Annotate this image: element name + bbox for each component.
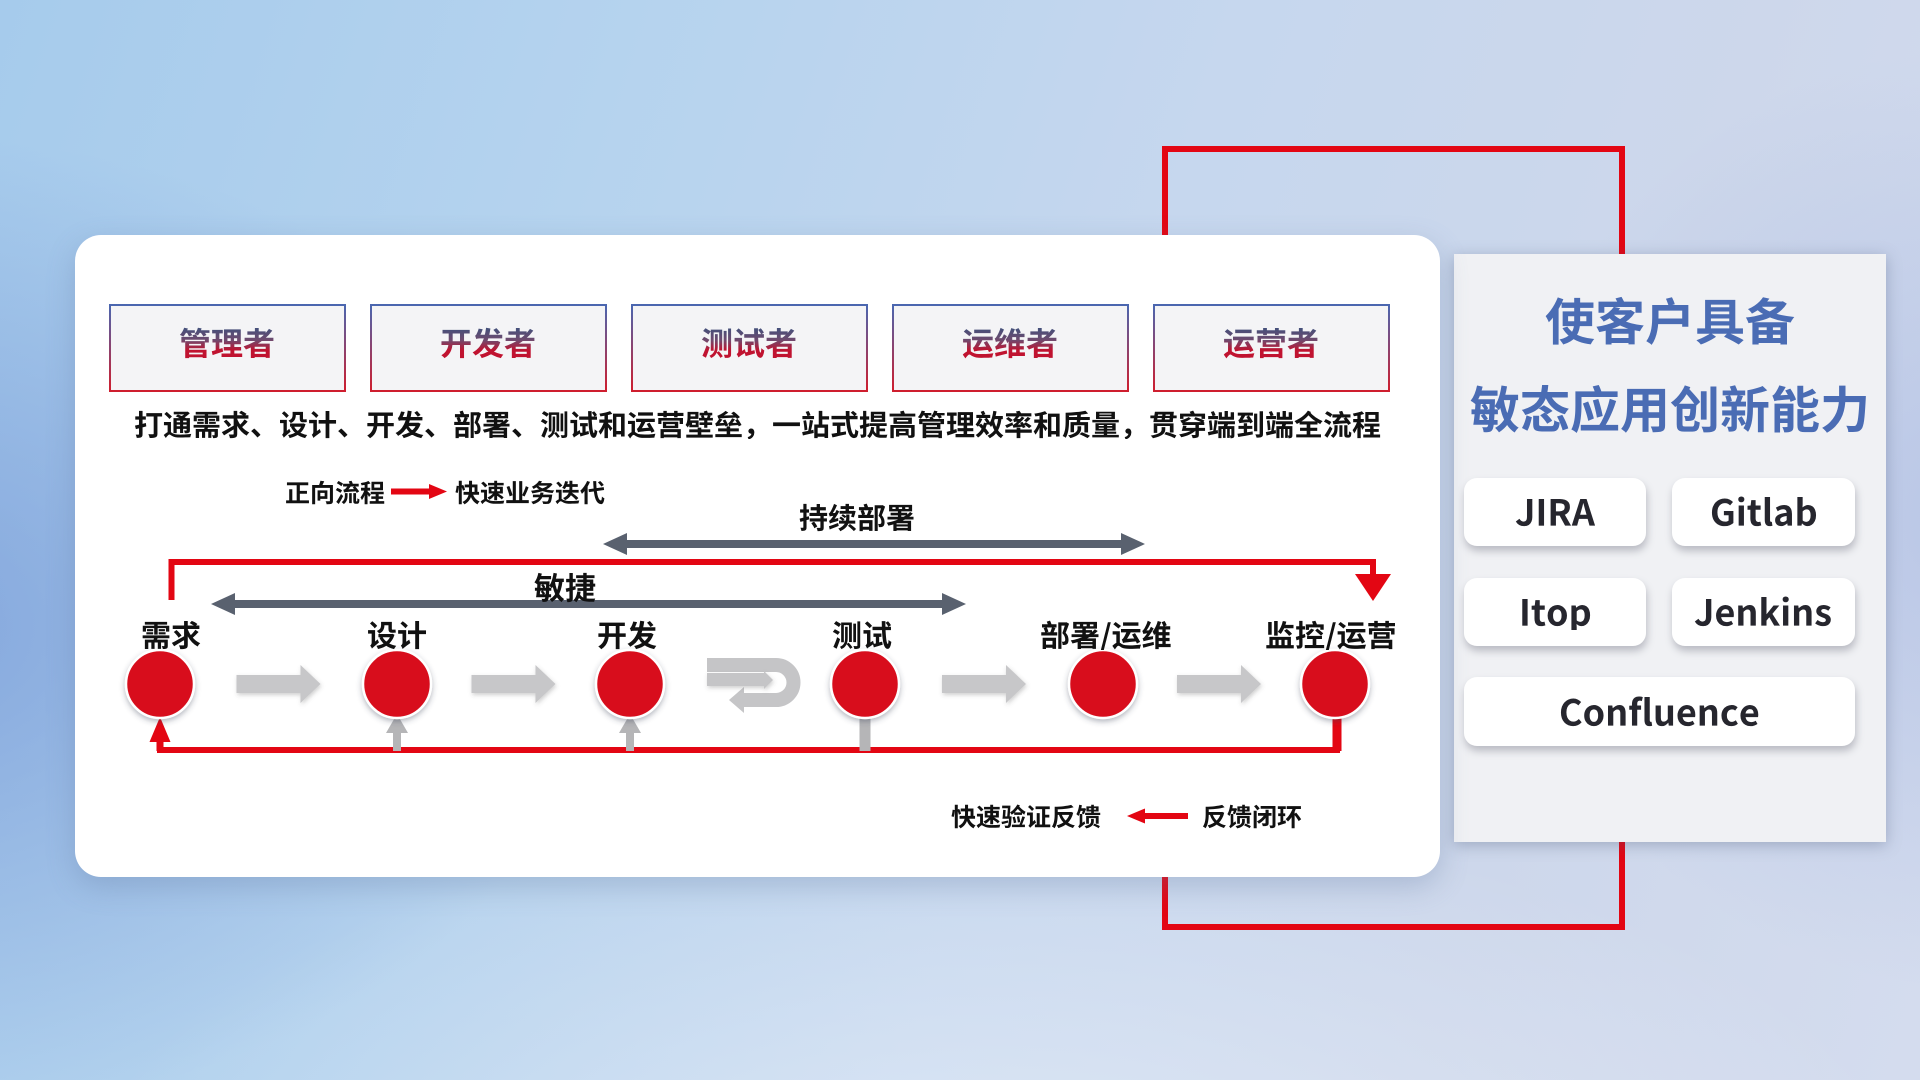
node-label-3 — [752, 619, 972, 650]
continuous-deploy-label-text — [799, 503, 915, 532]
node-circle-1 — [361, 648, 433, 720]
forward-flow-line — [168, 559, 1391, 601]
legend-feedback-value-text — [951, 803, 1101, 829]
iterate-uturn-icon — [707, 658, 801, 713]
node-label-text — [367, 620, 427, 650]
tool-button-0[interactable] — [1464, 478, 1646, 546]
node-label-text — [597, 620, 657, 650]
legend-forward-label-text — [285, 480, 385, 505]
tool-button-label — [1559, 694, 1760, 730]
continuous-deploy-label — [757, 503, 957, 532]
tool-button-3[interactable] — [1672, 578, 1855, 646]
tool-button-label — [1694, 594, 1832, 630]
node-circle-0 — [124, 648, 196, 720]
flow-diagram — [124, 484, 1391, 824]
role-box-3 — [891, 304, 1129, 392]
legend-forward-value-text — [455, 480, 605, 505]
panel-title-line1-text — [1545, 296, 1795, 346]
node-label-5 — [1221, 619, 1441, 650]
node-circle-4 — [1067, 648, 1139, 720]
legend-forward-value — [405, 479, 655, 505]
node-circle-5 — [1299, 648, 1371, 720]
legend-feedback-value — [901, 803, 1151, 829]
right-panel — [1454, 254, 1886, 842]
process-card — [75, 235, 1440, 877]
tool-button-label — [1515, 494, 1595, 530]
legend-feedback-label — [1152, 803, 1352, 829]
role-box-2 — [630, 304, 868, 392]
legend-feedback-arrow — [1127, 808, 1188, 824]
panel-title-line1 — [1454, 296, 1886, 346]
role-box-0 — [108, 304, 346, 392]
panel-title-line2 — [1454, 384, 1886, 434]
stage-transition-arrows — [236, 665, 1261, 703]
tool-button-4[interactable] — [1464, 677, 1855, 746]
tool-button-2[interactable] — [1464, 578, 1646, 646]
legend-feedback-label-text — [1202, 804, 1302, 829]
agile-arrow — [211, 593, 966, 615]
tool-button-1[interactable] — [1672, 478, 1855, 546]
node-label-4 — [996, 619, 1216, 650]
node-label-text — [141, 620, 201, 650]
node-label-0 — [61, 619, 281, 650]
tool-button-label — [1519, 594, 1592, 630]
legend-forward-arrow — [391, 484, 447, 499]
role-box-1 — [369, 304, 607, 392]
role-box-4 — [1152, 304, 1390, 392]
node-label-text — [832, 620, 892, 650]
agile-label — [515, 572, 615, 603]
node-label-2 — [517, 619, 737, 650]
continuous-deploy-arrow — [603, 533, 1145, 555]
node-label-1 — [287, 619, 507, 650]
node-label-text — [1265, 620, 1397, 650]
node-label-text — [1040, 620, 1172, 650]
node-circles — [124, 648, 1371, 720]
node-circle-3 — [829, 648, 901, 720]
panel-title-line2-text — [1470, 384, 1870, 434]
feedback-loop-line — [149, 713, 1342, 753]
tool-button-label — [1710, 494, 1818, 530]
node-circle-2 — [594, 648, 666, 720]
agile-label-text — [534, 572, 596, 603]
stage-feed-arrows — [386, 713, 871, 751]
